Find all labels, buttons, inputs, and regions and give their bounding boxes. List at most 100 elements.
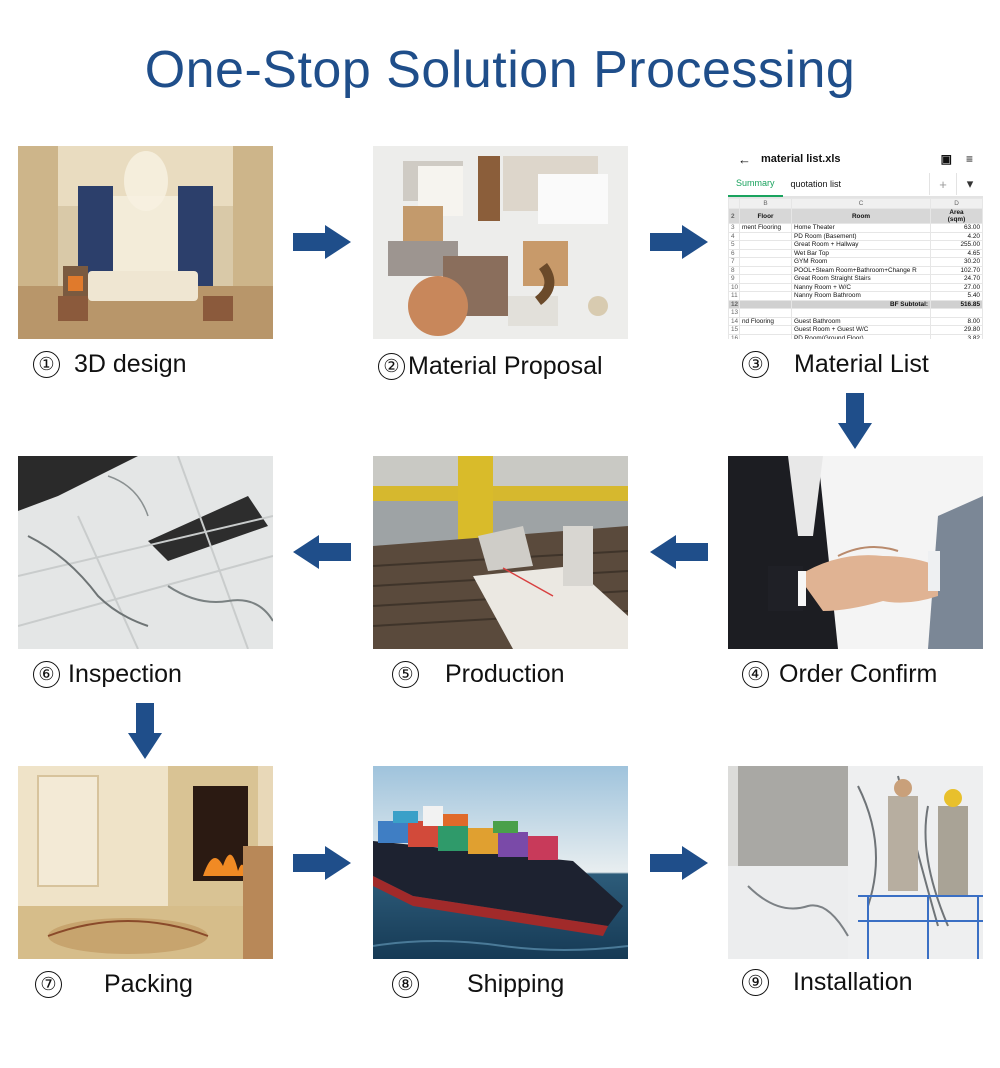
sheet-cell-room: Nanny Room + W/C	[791, 282, 931, 292]
step-caption-5: ⑤ Production	[392, 660, 565, 689]
sheet-cell-room	[791, 308, 931, 318]
step-number-5: ⑤	[392, 661, 419, 688]
step-caption-6: ⑥ Inspection	[33, 660, 182, 689]
production-photo	[373, 456, 628, 649]
step-number-2: ②	[378, 353, 405, 380]
sheet-cell-floor	[739, 257, 792, 267]
step-caption-7: ⑦ Packing	[35, 970, 193, 999]
3d-design-photo	[18, 146, 273, 339]
step-label-4: Order Confirm	[779, 660, 938, 688]
sheet-cell-floor	[739, 240, 792, 250]
sheet-cell-area: 4.65	[930, 248, 983, 258]
page-title: One-Stop Solution Processing	[144, 41, 856, 99]
sheet-cell-area: 63.00	[930, 223, 983, 233]
chevron-down-icon: ▾	[956, 173, 983, 195]
sheet-cell-n: 3	[728, 223, 740, 233]
sheet-cell-area: 5.40	[930, 291, 983, 301]
sheet-cell-n: 15	[728, 325, 740, 335]
step-caption-3: ③ Material List	[742, 350, 929, 379]
sheet-cell-floor	[739, 282, 792, 292]
step-label-1: 3D design	[74, 350, 187, 378]
installation-photo	[728, 766, 983, 959]
step-label-6: Inspection	[68, 660, 182, 688]
sheet-cell-area: 3.82	[930, 333, 983, 339]
sheet-cell-floor	[739, 291, 792, 301]
sheet-cell-n: 7	[728, 257, 740, 267]
sheet-cell-floor	[739, 333, 792, 339]
sheet-cell-n: 11	[728, 291, 740, 301]
sheet-cell-n: 10	[728, 282, 740, 292]
sheet-cell-room: Guest Bathroom	[791, 316, 931, 326]
step-number-8: ⑧	[392, 971, 419, 998]
sheet-cell-room: Great Room + Hallway	[791, 240, 931, 250]
packing-photo	[18, 766, 273, 959]
sheet-cell-area	[930, 308, 983, 318]
sheet-cell-area: 30.20	[930, 257, 983, 267]
step-label-7: Packing	[104, 970, 193, 998]
sheet-topbar: ← material list.xls ▣ ≡	[728, 146, 983, 172]
step-caption-4: ④ Order Confirm	[742, 660, 937, 689]
add-icon: +	[929, 173, 956, 195]
arrow-left-icon	[293, 535, 351, 569]
arrow-right-icon	[650, 846, 708, 880]
sheet-cell-floor	[739, 248, 792, 258]
sheet-cell-room: Nanny Room Bathroom	[791, 291, 931, 301]
sheet-cell-room: PD Room(Ground Floor)	[791, 333, 931, 339]
step-caption-1: ① 3D design	[33, 350, 187, 379]
step-label-2: Material Proposal	[408, 352, 603, 380]
sheet-cell-room: Wet Bar Top	[791, 248, 931, 258]
sheet-cell-n: 4	[728, 231, 740, 241]
sheet-cell-n: 6	[728, 248, 740, 258]
tab-quotation-list: quotation list	[790, 179, 842, 189]
sheet-cell-n: 16	[728, 333, 740, 339]
sheet-cell-area: 29.80	[930, 325, 983, 335]
step-number-1: ①	[33, 351, 60, 378]
material-proposal-photo	[373, 146, 628, 339]
sheet-cell-n: 5	[728, 240, 740, 250]
material-list-spreadsheet: ← material list.xls ▣ ≡ Summary quotatio…	[728, 146, 983, 339]
arrow-right-icon	[650, 225, 708, 259]
sheet-tabs: Summary quotation list + ▾	[728, 172, 983, 198]
inspection-photo	[18, 456, 273, 649]
sheet-cell-floor	[739, 308, 792, 318]
arrow-right-icon	[293, 846, 351, 880]
step-caption-9: ⑨ Installation	[742, 968, 913, 997]
step-caption-8: ⑧ Shipping	[392, 970, 564, 999]
sheet-cell-area: 24.70	[930, 274, 983, 284]
step-label-3: Material List	[794, 350, 929, 378]
step-number-9: ⑨	[742, 969, 769, 996]
arrow-right-icon	[293, 225, 351, 259]
sheet-cell-n: 14	[728, 316, 740, 326]
sheet-cell-area: 102.70	[930, 265, 983, 275]
sheet-cell-floor	[739, 274, 792, 284]
sheet-cell-floor	[739, 231, 792, 241]
sheet-cell-room: GYM Room	[791, 257, 931, 267]
sheet-cell-room: Great Room Straight Stairs	[791, 274, 931, 284]
step-number-4: ④	[742, 661, 769, 688]
arrow-down-icon	[838, 393, 872, 449]
step-number-3: ③	[742, 351, 769, 378]
arrow-left-icon	[650, 535, 708, 569]
sheet-cell-room: POOL+Steam Room+Bathroom+Change R	[791, 265, 931, 275]
sheet-cell-room: Home Theater	[791, 223, 931, 233]
sheet-cell-n: 8	[728, 265, 740, 275]
sheet-cell-area: 27.00	[930, 282, 983, 292]
sheet-cell-area: 8.00	[930, 316, 983, 326]
arrow-down-icon	[128, 703, 162, 759]
sheet-cell-area: 255.00	[930, 240, 983, 250]
sheet-cell-floor	[739, 265, 792, 275]
back-arrow-icon: ←	[738, 151, 751, 167]
tab-summary: Summary	[728, 171, 783, 197]
sheet-filename: material list.xls	[761, 153, 841, 165]
step-label-5: Production	[445, 660, 565, 688]
step-number-7: ⑦	[35, 971, 62, 998]
